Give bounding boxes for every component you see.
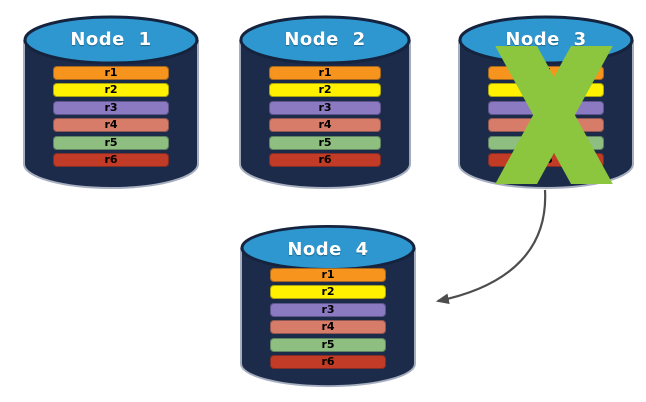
node-4: Node 4 r1 r2 r3 r4 r5 r6 (239, 218, 417, 388)
row-stack: r1 r2 r3 r4 r5 r6 (269, 66, 381, 170)
row-label: r3 (104, 100, 118, 114)
row-bar-r4: r4 (270, 320, 386, 335)
row-label: r6 (318, 152, 332, 166)
row-bar-r4: r4 (269, 118, 381, 133)
row-label: r2 (321, 285, 335, 299)
cylinder-top-ellipse (23, 15, 199, 65)
row-bar-r4: r4 (53, 118, 169, 133)
row-bar-r6: r6 (269, 152, 381, 167)
row-label: r6 (104, 152, 118, 166)
node-4-title: Node 4 (287, 239, 369, 260)
row-bar-r3: r3 (53, 100, 169, 115)
row-bar-r1: r1 (269, 66, 381, 80)
row-label: r6 (321, 354, 335, 368)
row-label: r1 (321, 268, 335, 281)
row-bar-r5: r5 (53, 135, 169, 150)
row-bar-r6: r6 (53, 152, 169, 167)
row-bar-r2: r2 (269, 83, 381, 98)
cylinder-top-ellipse (239, 15, 411, 65)
node-2: Node 2 r1 r2 r3 r4 r5 r6 (238, 8, 412, 190)
row-label: r2 (104, 83, 118, 97)
row-label: r1 (104, 66, 118, 79)
row-label: r5 (318, 135, 332, 149)
row-bar-r1: r1 (270, 268, 386, 282)
node-1-title: Node 1 (70, 29, 152, 50)
node-1: Node 1 r1 r2 r3 r4 r5 r6 (22, 8, 200, 190)
failover-arrow (435, 189, 547, 305)
arrow-curve (435, 189, 547, 305)
row-label: r4 (104, 118, 118, 132)
row-bar-r3: r3 (269, 100, 381, 115)
x-stroke (495, 46, 613, 184)
row-bar-r5: r5 (269, 135, 381, 150)
row-label: r1 (318, 66, 332, 79)
row-label: r5 (104, 135, 118, 149)
row-bar-r1: r1 (53, 66, 169, 80)
row-label: r5 (321, 337, 335, 351)
row-label: r2 (318, 83, 332, 97)
row-bar-r2: r2 (270, 285, 386, 300)
row-stack: r1 r2 r3 r4 r5 r6 (270, 268, 386, 372)
row-label: r3 (321, 302, 335, 316)
failure-x-icon (495, 46, 613, 184)
node-2-title: Node 2 (284, 29, 366, 50)
row-label: r4 (321, 320, 335, 334)
row-bar-r3: r3 (270, 302, 386, 317)
row-label: r3 (318, 100, 332, 114)
row-bar-r5: r5 (270, 337, 386, 352)
row-label: r4 (318, 118, 332, 132)
row-stack: r1 r2 r3 r4 r5 r6 (53, 66, 169, 170)
row-bar-r2: r2 (53, 83, 169, 98)
node-3-title: Node 3 (505, 29, 587, 50)
row-bar-r6: r6 (270, 354, 386, 369)
